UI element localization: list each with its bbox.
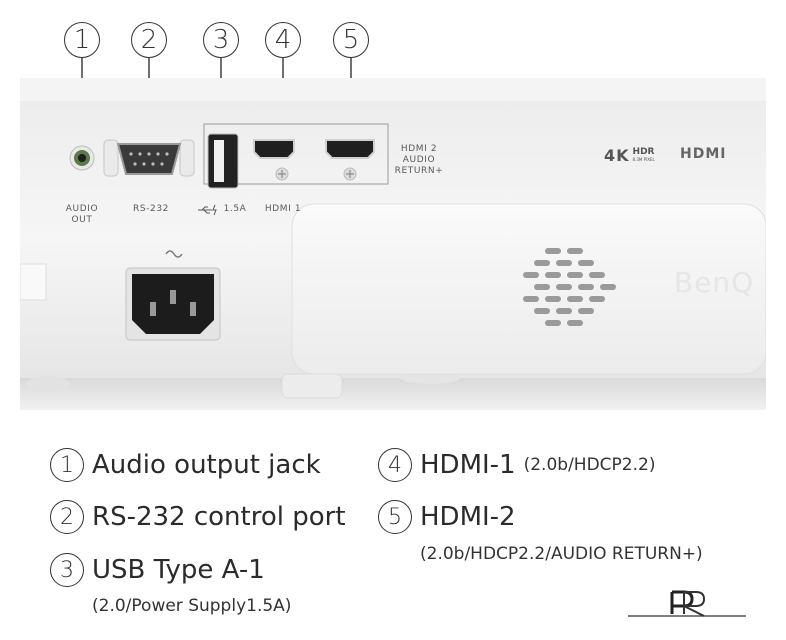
- legend-item-hdmi2: 5 HDMI-2: [378, 500, 516, 534]
- legend-item-audio: 1 Audio output jack: [50, 448, 321, 482]
- watermark-logo: [628, 590, 746, 617]
- marker-audio: 1: [64, 22, 100, 58]
- marker-usb: 3: [203, 22, 239, 58]
- legend-item-usb: 3 USB Type A-1: [50, 553, 265, 587]
- badge-hdr: HDR: [632, 146, 655, 157]
- marker-hdmi1: 4: [265, 22, 301, 58]
- legend-label: USB Type A-1: [92, 555, 265, 585]
- legend-item-hdmi1: 4 HDMI-1 (2.0b/HDCP2.2): [378, 448, 655, 482]
- legend-spec-hdmi1: (2.0b/HDCP2.2): [523, 455, 656, 475]
- legend-num: 4: [378, 448, 412, 482]
- legend-label: Audio output jack: [92, 450, 321, 480]
- legend-label: HDMI-1: [420, 450, 516, 480]
- hdmi-logo: HDMI: [680, 146, 727, 162]
- badge-4k: 4K: [604, 146, 630, 165]
- badge-hdr-block: HDR 8.3M PIXEL: [632, 146, 655, 164]
- badge-hdr-sub: 8.3M PIXEL: [632, 156, 655, 162]
- marker-rs232: 2: [131, 22, 167, 58]
- legend-label: HDMI-2: [420, 502, 516, 532]
- badge-4k-hdr: 4K HDR 8.3M PIXEL: [604, 146, 655, 165]
- label-rs232: RS-232: [133, 204, 169, 214]
- marker-hdmi2: 5: [333, 22, 369, 58]
- legend-num: 3: [50, 553, 84, 587]
- legend-num: 2: [50, 500, 84, 534]
- legend-spec-hdmi2: (2.0b/HDCP2.2/AUDIO RETURN+): [420, 544, 703, 564]
- legend-label: RS-232 control port: [92, 502, 346, 532]
- projector-rear-photo: AUDIO OUT RS-232 1.5A HDMI 1 HDMI 2 AUDI…: [19, 78, 767, 410]
- legend-item-rs232: 2 RS-232 control port: [50, 500, 346, 534]
- legend-num: 1: [50, 448, 84, 482]
- legend-num: 5: [378, 500, 412, 534]
- label-audio-out: AUDIO OUT: [65, 204, 99, 225]
- legend-spec-usb: (2.0/Power Supply1.5A): [92, 596, 292, 616]
- brand-logo: BenQ: [674, 266, 755, 299]
- projector-body: [19, 78, 767, 410]
- label-hdmi2-arc: HDMI 2 AUDIO RETURN+: [394, 144, 444, 176]
- label-usb-current: 1.5A: [223, 204, 247, 214]
- label-hdmi1: HDMI 1: [264, 204, 302, 214]
